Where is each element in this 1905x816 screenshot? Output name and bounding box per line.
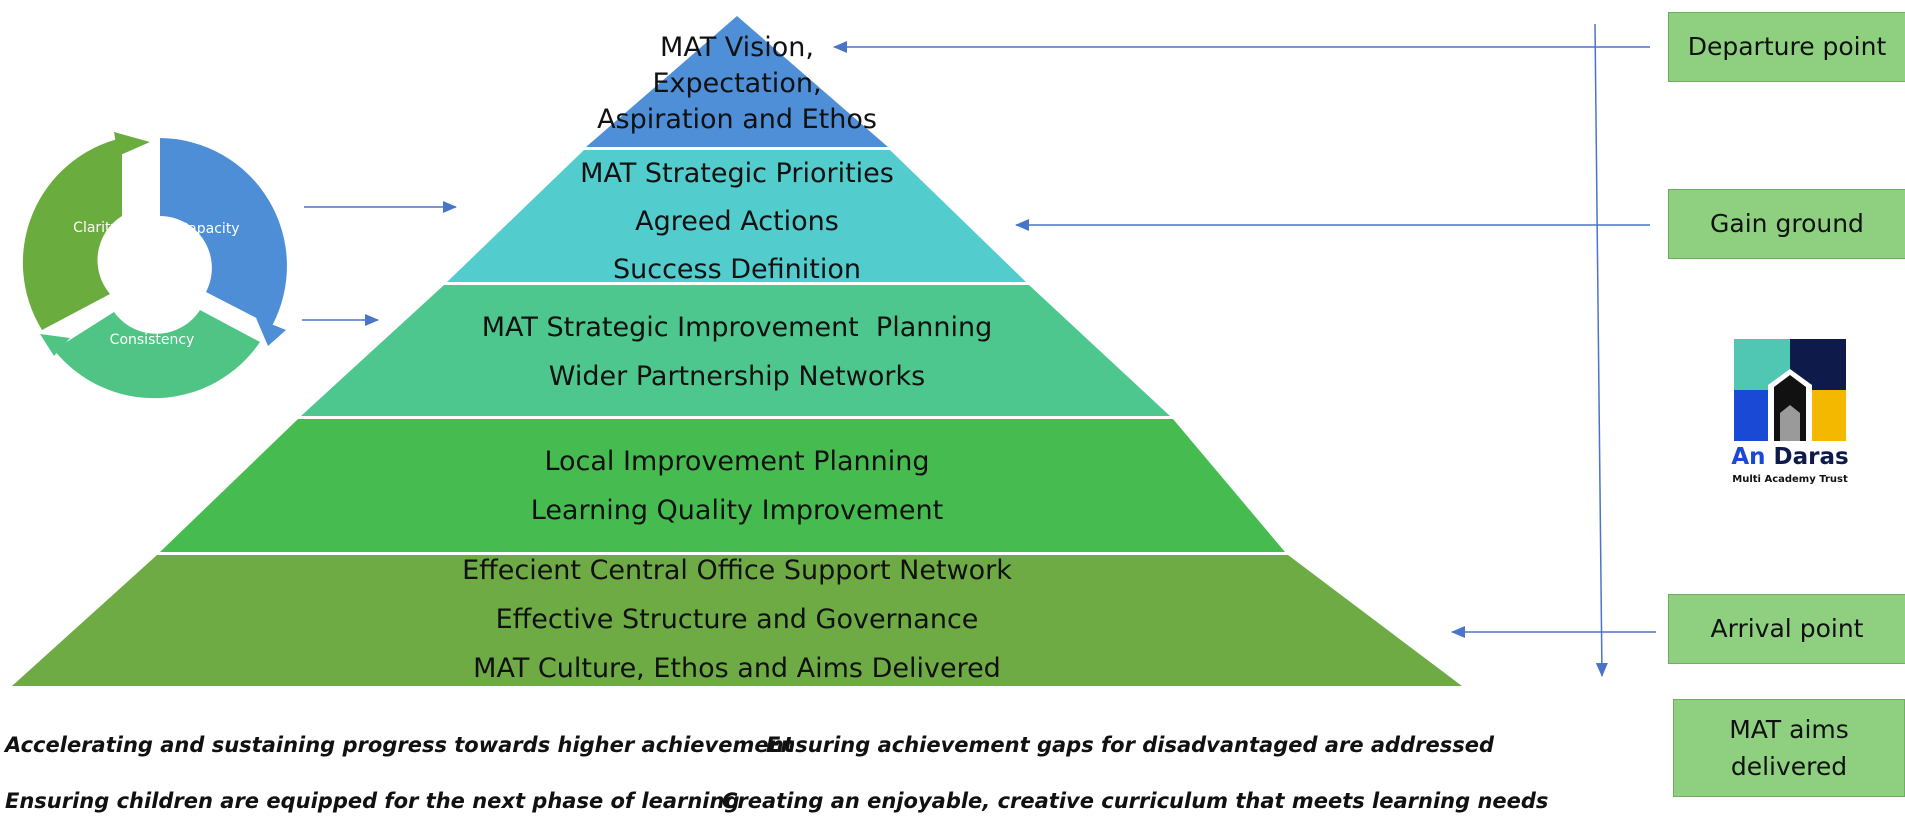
- capacity-arrowhead: [256, 318, 286, 346]
- arrival-point-box: Arrival point: [1668, 594, 1905, 664]
- mat-aims-line1: MAT aims: [1729, 714, 1849, 744]
- logo-wordmark: An Daras: [1731, 444, 1848, 470]
- tier2-text: MAT Strategic Priorities Agreed Actions …: [580, 150, 894, 294]
- cycle-label-capacity: Capacity: [178, 221, 240, 237]
- capacity-segment: [160, 138, 287, 326]
- tier5-line3: MAT Culture, Ethos and Aims Delivered: [473, 653, 1001, 684]
- tier1-line1: MAT Vision,: [660, 32, 814, 63]
- logo-daras: Daras: [1773, 444, 1849, 470]
- pyramid-tier-3: [301, 285, 1170, 416]
- tier5-text: Effecient Central Office Support Network…: [462, 546, 1012, 693]
- footer-line2-left: Ensuring children are equipped for the n…: [5, 789, 740, 813]
- cycle-label-clarity: Clarity: [73, 220, 119, 236]
- pyramid-tier-5: [12, 555, 1462, 686]
- tier1-line3: Aspiration and Ethos: [597, 104, 877, 135]
- tier1-text: MAT Vision, Expectation, Aspiration and …: [597, 30, 877, 138]
- tier3-line1: MAT Strategic Improvement Planning: [481, 312, 993, 343]
- footer-line1-left: Accelerating and sustaining progress tow…: [5, 733, 794, 757]
- an-daras-logo-mark: [1734, 339, 1846, 441]
- tier4-text: Local Improvement Planning Learning Qual…: [531, 437, 944, 535]
- cycle-graphic: [22, 132, 287, 399]
- pyramid-tier-4: [160, 419, 1285, 552]
- tier5-line2: Effective Structure and Governance: [495, 604, 979, 635]
- cycle-label-consistency: Consistency: [109, 332, 195, 348]
- tier2-line1: MAT Strategic Priorities: [580, 158, 894, 189]
- clarity-segment: [22, 138, 122, 330]
- consistency-arrowhead: [40, 334, 70, 356]
- clarity-arrowhead: [114, 132, 150, 156]
- tier2-line2: Agreed Actions: [635, 206, 839, 237]
- mat-aims-line2: delivered: [1730, 752, 1848, 781]
- tier2-line3: Success Definition: [612, 254, 861, 285]
- pyramid-tier-1: [586, 16, 888, 147]
- logo-subtitle: Multi Academy Trust: [1732, 474, 1848, 485]
- departure-point-box: Departure point: [1668, 12, 1905, 82]
- tier4-line1: Local Improvement Planning: [544, 446, 930, 477]
- tier4-line2: Learning Quality Improvement: [530, 495, 944, 526]
- logo-an: An: [1731, 444, 1766, 470]
- tier3-text: MAT Strategic Improvement Planning Wider…: [482, 303, 992, 401]
- consistency-segment: [54, 310, 260, 399]
- tier5-line1: Effecient Central Office Support Network: [462, 555, 1012, 586]
- mat-aims-box: MAT aims delivered: [1673, 699, 1905, 797]
- footer-line2-right: Creating an enjoyable, creative curricul…: [722, 789, 1549, 813]
- tier1-line2: Expectation,: [652, 68, 822, 99]
- gain-ground-box: Gain ground: [1668, 189, 1905, 259]
- tier3-line2: Wider Partnership Networks: [548, 361, 926, 392]
- arrow-vertical-journey: [1594, 23, 1608, 677]
- pyramid-tier-2: [447, 150, 1026, 282]
- footer-line1-right: Ensuring achievement gaps for disadvanta…: [766, 733, 1494, 757]
